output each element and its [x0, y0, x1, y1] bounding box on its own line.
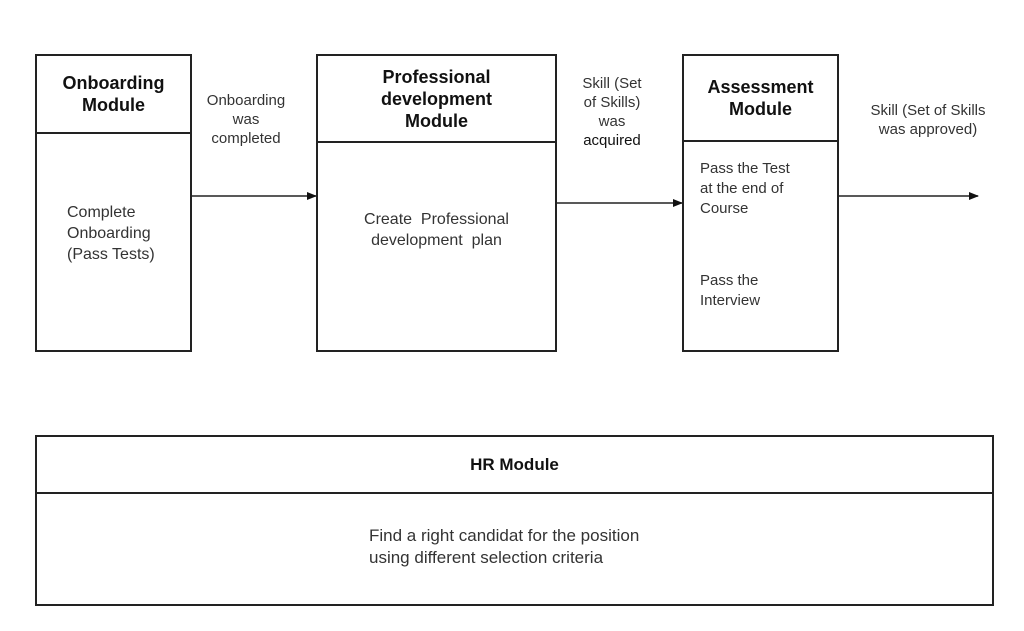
- onboarding-module-title: Onboarding Module: [37, 56, 190, 134]
- hr-module-box: HR Module Find a right candidat for the …: [35, 435, 994, 606]
- assessment-test-line2: at the end of: [700, 180, 784, 197]
- edge2-label-line3: was: [598, 113, 626, 130]
- hr-body-line1: Find a right candidat for the position: [369, 526, 640, 545]
- hr-body-line2: using different selection criteria: [369, 548, 604, 567]
- professional-title-line1: Professional: [382, 66, 491, 87]
- professional-development-module-box: Professional development Module Create P…: [316, 54, 557, 352]
- edge1-label-line3: completed: [211, 130, 281, 147]
- edge2-label-line1: Skill (Set: [582, 75, 642, 92]
- professional-development-module-title: Professional development Module: [318, 56, 555, 143]
- edge-label-onboarding-completed: Onboarding was completed: [196, 91, 296, 148]
- edge2-label-line4: acquired: [583, 132, 641, 149]
- professional-development-module-body: Create Professional development plan: [318, 209, 555, 251]
- edge-label-skill-acquired: Skill (Set of Skills) was acquired: [566, 74, 658, 150]
- assessment-module-title: Assessment Module: [684, 56, 837, 142]
- edge1-label-line2: was: [232, 111, 260, 128]
- assessment-module-box: Assessment Module Pass the Test at the e…: [682, 54, 839, 352]
- hr-module-body: Find a right candidat for the position u…: [369, 525, 639, 569]
- edge1-label-line1: Onboarding: [206, 92, 286, 109]
- assessment-module-body-test: Pass the Test at the end of Course: [700, 159, 790, 219]
- assessment-title-line2: Module: [729, 99, 792, 119]
- assessment-title-line1: Assessment: [707, 77, 814, 97]
- edge3-label-line1: Skill (Set of Skills: [870, 102, 986, 119]
- professional-title-line3: Module: [405, 110, 468, 131]
- onboarding-title-line1: Onboarding: [62, 73, 165, 93]
- onboarding-body-line3: (Pass Tests): [67, 246, 155, 263]
- hr-module-title: HR Module: [37, 437, 992, 494]
- assessment-interview-line1: Pass the: [700, 272, 759, 289]
- professional-title-line2: development: [380, 88, 493, 109]
- assessment-interview-line2: Interview: [700, 292, 761, 309]
- onboarding-module-body: Complete Onboarding (Pass Tests): [67, 202, 155, 265]
- onboarding-module-box: Onboarding Module Complete Onboarding (P…: [35, 54, 192, 352]
- hr-title-text: HR Module: [470, 454, 559, 474]
- onboarding-body-line1: Complete: [67, 204, 136, 221]
- professional-body-line1: Create Professional: [364, 211, 509, 228]
- assessment-module-body-interview: Pass the Interview: [700, 271, 760, 311]
- edge-label-skill-approved: Skill (Set of Skills was approved): [855, 101, 1001, 139]
- assessment-test-line1: Pass the Test: [700, 160, 790, 177]
- onboarding-title-line2: Module: [82, 95, 145, 115]
- edge3-label-line2: was approved): [878, 121, 978, 138]
- onboarding-body-line2: Onboarding: [67, 225, 151, 242]
- edge2-label-line2: of Skills): [583, 94, 641, 111]
- assessment-test-line3: Course: [700, 200, 749, 217]
- professional-body-line2: development plan: [371, 232, 502, 249]
